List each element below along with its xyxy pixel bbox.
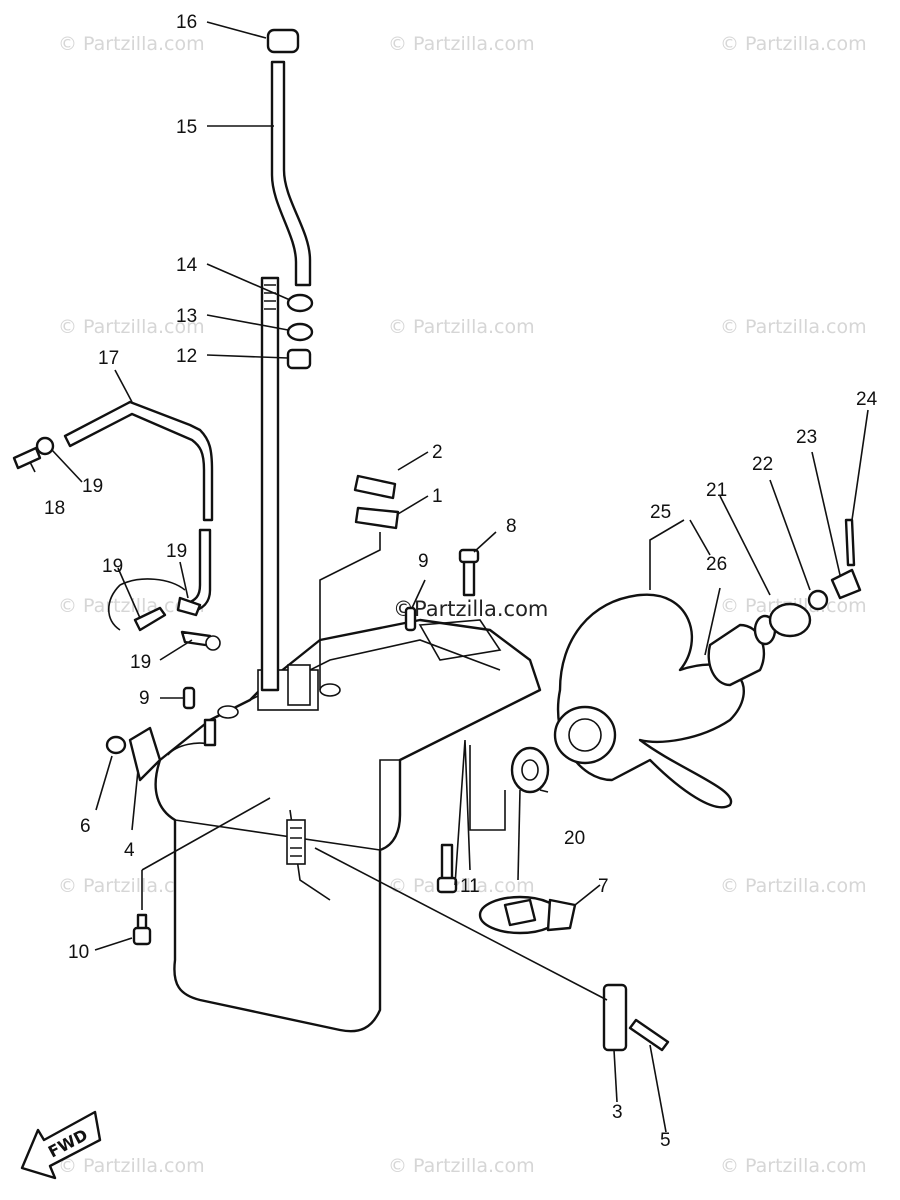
seal-13: [286, 322, 314, 342]
callout-labels: 16 15 14 13 12 17 2 1 8 9 19 18 19 19 19…: [44, 12, 878, 1151]
callout-1: 1: [432, 486, 443, 507]
anodes: [478, 895, 670, 1052]
callout-3: 3: [612, 1102, 623, 1123]
center-watermark: ©Partzilla.com: [393, 597, 548, 621]
callout-19: 19: [82, 476, 103, 497]
watermark: © Partzilla.com: [58, 1155, 205, 1177]
washer-22: [807, 589, 829, 611]
callout-21: 21: [706, 480, 727, 501]
callout-14: 14: [176, 255, 198, 276]
fasteners: [105, 548, 480, 946]
watermark: © Partzilla.com: [58, 33, 205, 55]
callout-19: 19: [130, 652, 151, 673]
grommet-12: [286, 348, 312, 370]
watermark: © Partzilla.com: [388, 316, 535, 338]
callout-13: 13: [176, 306, 197, 327]
watermark: © Partzilla.com: [58, 595, 205, 617]
callout-19: 19: [166, 541, 187, 562]
hose-assembly: [12, 400, 221, 651]
anode-3: [602, 983, 628, 1052]
pin-9: [404, 606, 417, 632]
callout-10: 10: [68, 942, 89, 963]
callout-15: 15: [176, 117, 197, 138]
clip-19: [176, 596, 202, 617]
callout-16: 16: [176, 12, 197, 33]
callout-19: 19: [102, 556, 123, 577]
callout-23: 23: [796, 427, 817, 448]
anode-plates: [353, 474, 400, 530]
nut-23: [830, 568, 862, 600]
washer-21: [768, 602, 812, 638]
water-tube-assembly: [266, 28, 314, 370]
watermark: © Partzilla.com: [58, 316, 205, 338]
callout-4: 4: [124, 840, 135, 861]
callout-9: 9: [418, 551, 429, 572]
watermark-layer: © Partzilla.com © Partzilla.com © Partzi…: [58, 33, 867, 1177]
grommet-16: [266, 28, 300, 54]
drive-shaft: [260, 276, 280, 692]
callout-6: 6: [80, 816, 91, 837]
callout-12: 12: [176, 346, 197, 367]
callout-20: 20: [564, 828, 585, 849]
callout-25: 25: [650, 502, 671, 523]
leader-lines: [29, 21, 869, 1133]
watermark: © Partzilla.com: [720, 33, 867, 55]
callout-2: 2: [432, 442, 443, 463]
watermark: © Partzilla.com: [388, 33, 535, 55]
callout-9: 9: [139, 688, 150, 709]
nut-6: [105, 735, 127, 755]
grommet-14: [286, 293, 314, 313]
watermark: © Partzilla.com: [388, 875, 535, 897]
cotter-pin-24: [844, 518, 856, 567]
callout-8: 8: [506, 516, 517, 537]
callout-18: 18: [44, 498, 65, 519]
screw-18: [12, 446, 42, 470]
watermark: © Partzilla.com: [58, 875, 205, 897]
clip-19: [35, 436, 55, 456]
washer-26: [707, 623, 766, 687]
callout-7: 7: [598, 876, 609, 897]
callout-24: 24: [856, 389, 878, 410]
callout-17: 17: [98, 348, 119, 369]
pin-9: [182, 686, 196, 710]
callout-11: 11: [460, 876, 480, 897]
clip-19: [133, 606, 167, 632]
watermark: © Partzilla.com: [720, 316, 867, 338]
plate-4: [128, 726, 162, 782]
callout-26: 26: [706, 554, 727, 575]
bolt-5: [628, 1018, 670, 1052]
propeller-assembly: [510, 518, 862, 809]
watermark: © Partzilla.com: [388, 1155, 535, 1177]
watermark: © Partzilla.com: [720, 1155, 867, 1177]
callout-22: 22: [752, 454, 773, 475]
callout-5: 5: [660, 1130, 671, 1151]
lower-casing: [154, 618, 542, 1033]
watermark: © Partzilla.com: [720, 875, 867, 897]
